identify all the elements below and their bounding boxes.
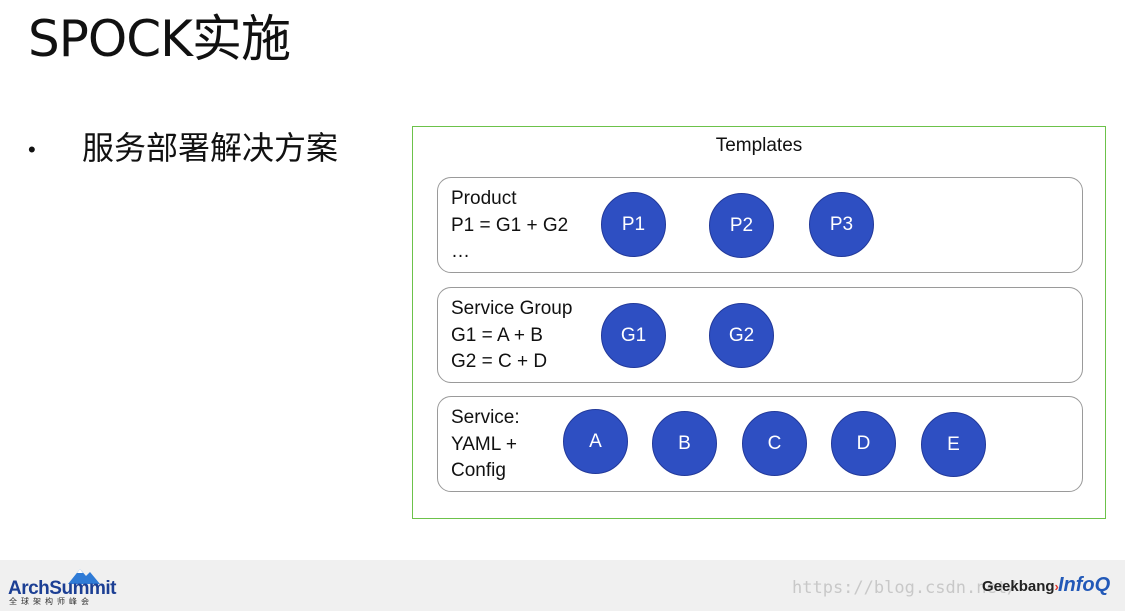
archsummit-wordmark: ArchSummit [8,578,116,599]
service-group-formula-2: G2 = C + D [451,351,548,372]
footer-bar [0,560,1125,611]
node-p2: P2 [709,193,774,258]
service-group-panel: Service Group G1 = A + B G2 = C + D G1 G… [437,287,1083,383]
node-b: B [652,411,717,476]
service-panel: Service: YAML + Config A B C D E [437,396,1083,492]
service-panel-text: Service: YAML + Config [451,405,520,485]
node-c: C [742,411,807,476]
geekbang-logo: Geekbang› [982,578,1059,595]
archsummit-subtitle: 全球架构师峰会 [9,597,93,606]
product-heading: Product [451,188,517,209]
geekbang-arrow-icon: › [1054,579,1059,594]
node-p3: P3 [809,192,874,257]
bullet-marker: • [28,137,36,162]
product-panel-text: Product P1 = G1 + G2 … [451,186,568,266]
product-ellipsis: … [451,241,470,262]
node-d: D [831,411,896,476]
node-g2: G2 [709,303,774,368]
product-formula: P1 = G1 + G2 [451,214,569,236]
node-p1: P1 [601,192,666,257]
service-line-config: Config [451,460,506,481]
geekbang-wordmark: Geekbang [982,578,1055,595]
slide-title: SPOCK实施 [28,10,291,68]
service-group-heading: Service Group [451,298,573,319]
watermark-url: https://blog.csdn.net/ [792,578,1018,598]
service-group-formula-1: G1 = A + B [451,324,543,346]
product-panel: Product P1 = G1 + G2 … P1 P2 P3 [437,177,1083,273]
service-group-panel-text: Service Group G1 = A + B G2 = C + D [451,296,572,376]
service-heading: Service: [451,407,520,428]
archsummit-logo: ArchSummit 全球架构师峰会 [8,566,116,606]
infoq-logo: InfoQ [1058,574,1111,596]
mountain-icon [68,569,100,584]
node-e: E [921,412,986,477]
bullet-text: 服务部署解决方案 [82,129,339,167]
node-g1: G1 [601,303,666,368]
service-line-yaml: YAML + [451,433,517,455]
node-a: A [563,409,628,474]
templates-container: Templates Product P1 = G1 + G2 … P1 P2 P… [412,126,1106,519]
templates-label: Templates [715,135,803,156]
